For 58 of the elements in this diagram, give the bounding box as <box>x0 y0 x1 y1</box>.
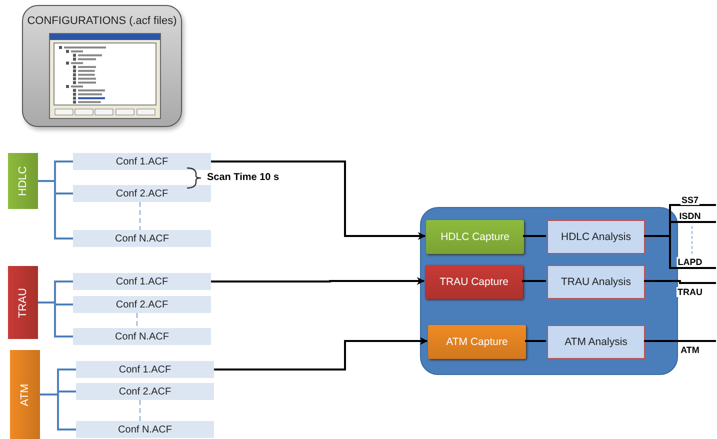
file-name: Conf 2.ACF <box>116 299 168 310</box>
file-name: Conf N.ACF <box>115 331 169 342</box>
box-label: HDLC Capture <box>440 231 510 243</box>
edge-label: SS7 <box>680 195 700 205</box>
connector-line <box>644 340 716 342</box>
box-label: TRAU Capture <box>440 276 508 288</box>
file-name: Conf N.ACF <box>115 233 169 244</box>
config-file-box <box>76 361 214 378</box>
edge-label: TRAU <box>676 287 704 297</box>
connector-line <box>139 202 141 230</box>
connector-line <box>522 280 546 282</box>
box-label: ATM Analysis <box>564 336 628 348</box>
config-file-box <box>73 296 211 313</box>
edge-label: ATM <box>680 345 700 355</box>
capture-box <box>428 325 526 359</box>
annotation: Scan Time 10 s <box>207 172 280 183</box>
configuration-card <box>22 5 182 127</box>
protocol-label: ATM <box>19 383 31 406</box>
config-file-box <box>76 383 214 400</box>
connector-line <box>136 313 138 328</box>
connector-line <box>40 394 76 430</box>
capture-box <box>425 265 523 299</box>
file-name: Conf 2.ACF <box>116 188 168 199</box>
file-name: Conf 1.ACF <box>116 156 168 167</box>
analysis-box <box>547 265 645 299</box>
config-file-box <box>76 421 214 438</box>
edge-label: ISDN <box>678 211 702 221</box>
capture-box <box>426 220 524 254</box>
connector-line <box>139 400 141 421</box>
arrow <box>214 337 428 370</box>
connector-line <box>644 280 716 284</box>
config-file-box <box>73 273 211 290</box>
file-name: Conf 1.ACF <box>118 364 172 375</box>
connector-line <box>38 180 73 240</box>
connector-line <box>523 235 546 237</box>
file-name: Conf 1.ACF <box>116 276 168 287</box>
capture-panel <box>420 207 678 375</box>
analysis-box <box>547 220 645 254</box>
protocol-bar <box>8 153 38 209</box>
config-file-box <box>73 230 211 247</box>
config-file-box <box>73 328 211 345</box>
box-label: TRAU Analysis <box>560 276 632 288</box>
analysis-box <box>547 325 645 359</box>
config-file-box <box>73 185 211 202</box>
protocol-label: TRAU <box>17 288 29 318</box>
arrow <box>211 277 425 285</box>
config-file-box <box>73 153 211 170</box>
arrow <box>211 160 426 240</box>
box-label: ATM Capture <box>446 336 508 348</box>
protocol-bar <box>10 350 40 439</box>
box-label: HDLC Analysis <box>560 231 632 243</box>
protocol-label: HDLC <box>17 166 29 196</box>
connector-line <box>525 340 546 342</box>
file-name: Conf 2.ACF <box>118 386 172 397</box>
card-title: CONFIGURATIONS (.acf files) <box>26 15 178 27</box>
file-name: Conf N.ACF <box>118 424 172 435</box>
edge-label: LAPD <box>676 257 704 267</box>
protocol-bar <box>8 266 38 339</box>
